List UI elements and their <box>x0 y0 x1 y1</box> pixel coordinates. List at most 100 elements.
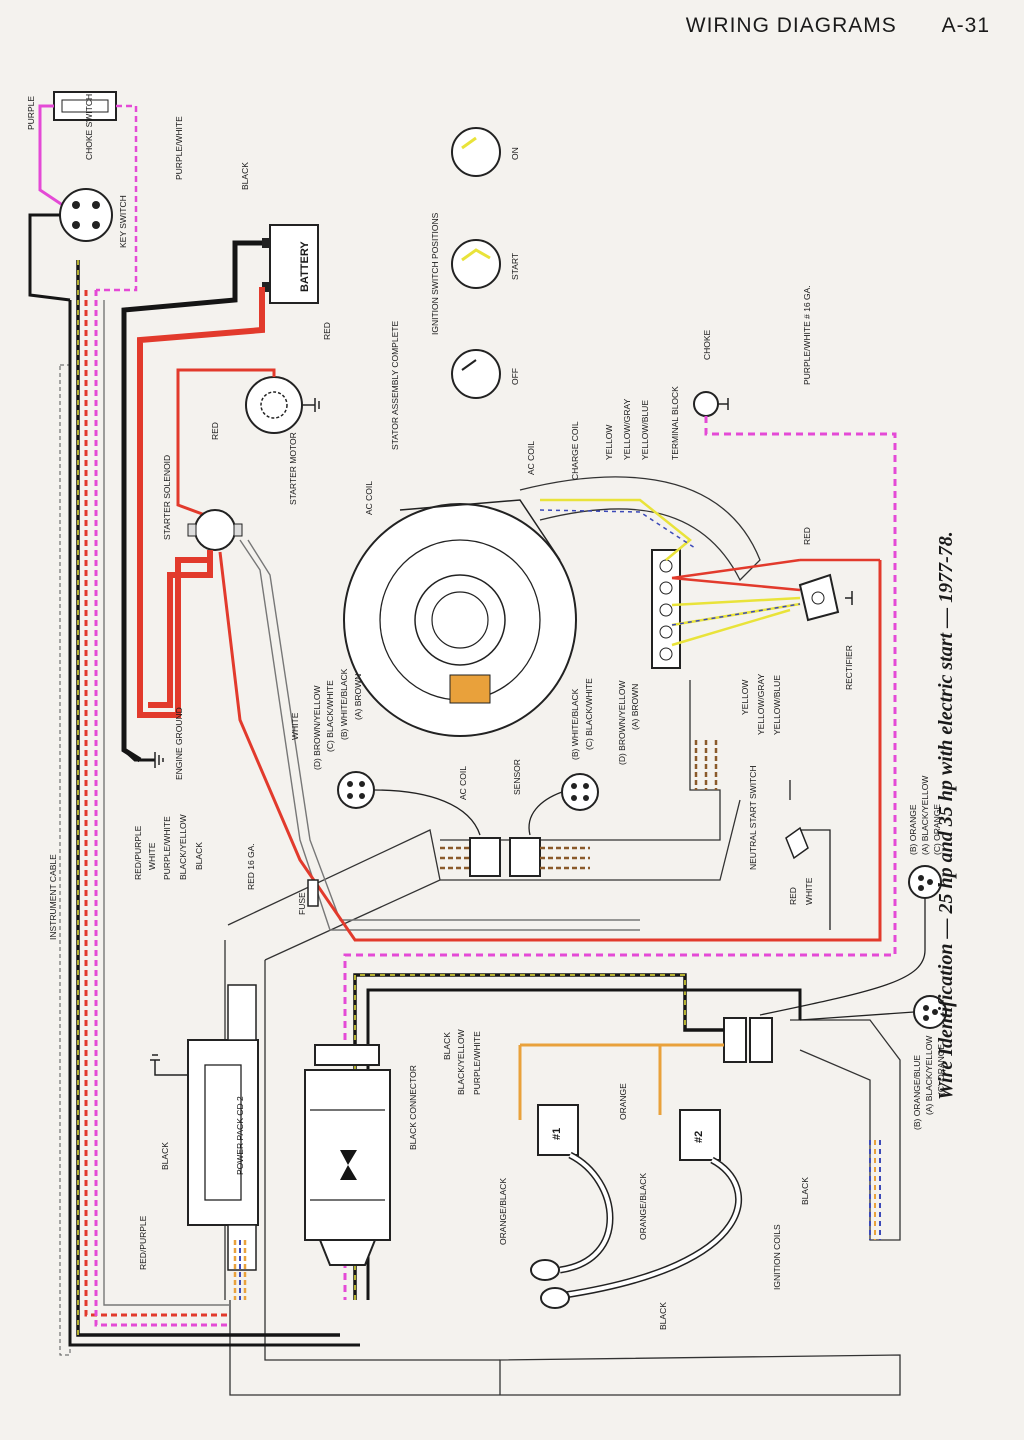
label-yellow-gray-bottom: YELLOW/GRAY <box>756 673 766 735</box>
label-orange: ORANGE <box>618 1083 628 1120</box>
label-choke-switch: CHOKE SWITCH <box>84 94 94 160</box>
battery <box>262 224 319 304</box>
wire-yellow-stator <box>540 498 692 561</box>
label-black-coil: BLACK <box>442 1032 452 1060</box>
label-engine-ground: ENGINE GROUND <box>174 707 184 780</box>
label-ignition-coils: IGNITION COILS <box>772 1224 782 1290</box>
labels: PURPLE CHOKE SWITCH PURPLE/WHITE KEY SWI… <box>26 94 946 1330</box>
label-b-white-black-1: (B) WHITE/BLACK <box>339 668 349 740</box>
label-yellow-gray-top: YELLOW/GRAY <box>622 398 632 460</box>
choke <box>693 391 729 417</box>
label-red-neutral: RED <box>788 887 798 905</box>
label-black-right: BLACK <box>800 1177 810 1205</box>
label-red-starter: RED <box>210 422 220 440</box>
wire-red-battery <box>137 287 265 718</box>
wire-black-engine-ground <box>122 748 155 762</box>
label-ac-coil-right: AC COIL <box>526 441 536 475</box>
label-ac-coil-top: AC COIL <box>364 481 374 515</box>
label-coil-2: #2 <box>693 1131 705 1143</box>
label-start: START <box>510 253 520 280</box>
rectifier <box>798 573 853 622</box>
wire-black-battery <box>121 240 262 763</box>
label-terminal-block: TERMINAL BLOCK <box>670 386 680 460</box>
label-ac-coil-bottom: AC COIL <box>458 766 468 800</box>
label-battery: BATTERY <box>299 241 311 292</box>
wire-purple-white-choke <box>343 416 897 1300</box>
wire-red-starter <box>176 368 276 517</box>
connector-cba <box>723 1017 773 1063</box>
wire-white-solenoid <box>239 539 640 931</box>
wire-purple-white-top <box>96 104 138 292</box>
label-key-switch: KEY SWITCH <box>118 195 128 248</box>
label-c-orange-upper: (C) ORANGE <box>932 804 942 855</box>
wire-purple-left <box>94 290 230 1327</box>
label-b-orange: (B) ORANGE <box>908 804 918 855</box>
figure-caption: Wire Identification — 25 hp and 35 hp wi… <box>935 531 957 1100</box>
connector-orange-3pin-lower <box>913 995 947 1029</box>
label-a-black-yellow-lower: (A) BLACK/YELLOW <box>924 1036 934 1115</box>
section-title: WIRING DIAGRAMS <box>685 14 897 37</box>
label-charge-coil: CHARGE COIL <box>570 421 580 480</box>
label-yellow-top: YELLOW <box>604 425 614 460</box>
label-purple-white-16ga: PURPLE/WHITE # 16 GA. <box>802 285 812 385</box>
label-black-battery: BLACK <box>240 162 250 190</box>
label-neutral-start-switch: NEUTRAL START SWITCH <box>748 765 758 870</box>
label-yellow-bottom: YELLOW <box>740 680 750 715</box>
label-choke: CHOKE <box>702 329 712 360</box>
ignition-positions <box>451 127 501 399</box>
label-c-orange-lower: (C) ORANGE <box>936 1044 946 1095</box>
lower-harness-inner <box>264 1300 500 1361</box>
wire-black-left <box>68 300 360 1347</box>
connector-orange-3pin-upper <box>908 865 942 899</box>
fuse <box>307 879 319 907</box>
label-off: OFF <box>510 368 520 385</box>
label-white: WHITE <box>147 842 157 870</box>
label-black-coils: BLACK <box>658 1302 668 1330</box>
wire-purple-top <box>38 104 71 212</box>
label-d-brown-yellow-2: (D) BROWN/YELLOW <box>617 680 627 765</box>
label-red-battery: RED <box>322 322 332 340</box>
ignition-position-on <box>451 127 501 177</box>
terminal-block <box>651 549 681 669</box>
label-black-yellow-coil: BLACK/YELLOW <box>456 1029 466 1095</box>
label-power-pack: POWER PACK CD 2 <box>235 1096 245 1175</box>
page-header: WIRING DIAGRAMS A-31 <box>648 14 990 38</box>
label-purple: PURPLE <box>26 96 36 130</box>
starter-solenoid <box>187 509 243 551</box>
neutral-start-switch <box>785 826 809 860</box>
label-a-brown-2: (A) BROWN <box>630 684 640 730</box>
wire-red-rectifier-1 <box>671 558 801 592</box>
instrument-cable-bundle <box>59 260 360 1356</box>
label-yellow-blue-top: YELLOW/BLUE <box>640 400 650 460</box>
label-coil-1: #1 <box>551 1128 563 1140</box>
wire-orange-coils <box>518 1043 724 1120</box>
harness-outlines <box>224 476 901 1396</box>
label-red-purple: RED/PURPLE <box>133 825 143 880</box>
connector-sensor-4pin <box>561 773 599 811</box>
label-yellow-blue-bottom: YELLOW/BLUE <box>772 675 782 735</box>
label-black-connector: BLACK CONNECTOR <box>408 1065 418 1150</box>
label-c-black-white-1: (C) BLACK/WHITE <box>325 680 335 752</box>
label-b-white-black-2: (B) WHITE/BLACK <box>570 688 580 760</box>
label-red-16ga: RED 16 GA. <box>246 843 256 890</box>
black-connector-body <box>304 1044 391 1266</box>
label-ignition-switch-positions: IGNITION SWITCH POSITIONS <box>430 212 440 335</box>
label-purple-white-top: PURPLE/WHITE <box>174 116 184 180</box>
label-stator-assembly: STATOR ASSEMBLY COMPLETE <box>390 321 400 450</box>
key-switch <box>59 188 113 242</box>
right-harness <box>790 1019 901 1241</box>
page-number: A-31 <box>941 14 990 37</box>
label-instrument-cable: INSTRUMENT CABLE <box>48 854 58 940</box>
label-fuse: FUSE <box>297 892 307 915</box>
label-purple-white: PURPLE/WHITE <box>162 816 172 880</box>
label-starter-motor: STARTER MOTOR <box>288 432 298 505</box>
label-white-neutral: WHITE <box>804 877 814 905</box>
label-on: ON <box>510 147 520 160</box>
ignition-position-off <box>451 349 501 399</box>
power-pack <box>187 984 259 1271</box>
label-red-rectifier: RED <box>802 527 812 545</box>
connector-dcba-2 <box>509 837 541 877</box>
label-black-powerpack: BLACK <box>160 1142 170 1170</box>
stator-cable <box>519 476 761 582</box>
